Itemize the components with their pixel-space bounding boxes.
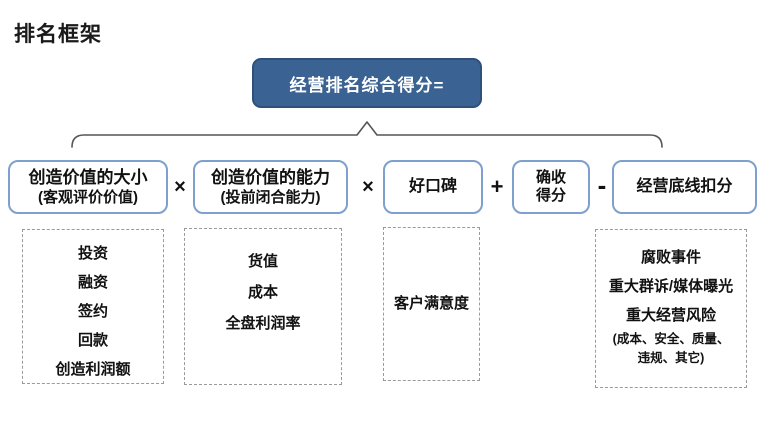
detail-item: 成本 — [247, 284, 278, 301]
detail-note-line: (成本、安全、质量、 — [612, 332, 730, 346]
detail-item: 投资 — [77, 245, 108, 262]
operator-multiply: × — [174, 175, 186, 198]
term-box-value-ability: 创造价值的能力 (投前闭合能力) — [193, 160, 348, 214]
term-sublabel: (客观评价价值) — [38, 189, 138, 207]
detail-item: 回款 — [77, 332, 108, 349]
page-title: 排名框架 — [14, 22, 102, 46]
detail-note-line: 违规、其它) — [637, 351, 705, 365]
detail-item: 融资 — [77, 274, 108, 291]
term-box-reputation: 好口碑 — [383, 160, 483, 214]
detail-item: 重大群诉/媒体曝光 — [608, 278, 734, 295]
detail-item: 客户满意度 — [393, 295, 469, 312]
operator-minus: - — [597, 170, 607, 200]
detail-item: 货值 — [247, 253, 278, 270]
term-label: 好口碑 — [408, 177, 457, 195]
term-sublabel: (投前闭合能力) — [220, 189, 321, 207]
detail-box-value-size: 投资 融资 签约 回款 创造利润额 — [22, 229, 164, 384]
term-box-value-size: 创造价值的大小 (客观评价价值) — [8, 160, 168, 214]
term-box-confirmed-revenue: 确收 得分 — [512, 160, 590, 214]
term-label: 创造价值的能力 — [211, 167, 330, 187]
detail-item: 签约 — [77, 303, 108, 320]
term-label: 经营底线扣分 — [636, 177, 733, 195]
detail-box-bottom-line: 腐败事件 重大群诉/媒体曝光 重大经营风险 (成本、安全、质量、 违规、其它) — [595, 229, 747, 388]
formula-header-box: 经营排名综合得分= — [252, 58, 482, 108]
detail-item: 腐败事件 — [640, 249, 701, 266]
term-sublabel: 得分 — [535, 187, 566, 204]
operator-plus: + — [490, 174, 504, 199]
term-box-bottom-line-deduction: 经营底线扣分 — [612, 160, 757, 214]
term-label: 确收 — [535, 168, 566, 186]
detail-box-reputation: 客户满意度 — [383, 227, 480, 381]
term-label: 创造价值的大小 — [28, 167, 148, 187]
detail-item: 创造利润额 — [55, 361, 131, 378]
detail-box-value-ability: 货值 成本 全盘利润率 — [184, 228, 342, 385]
detail-item: 全盘利润率 — [225, 315, 301, 332]
detail-item: 重大经营风险 — [625, 307, 716, 324]
operator-multiply: × — [362, 175, 374, 198]
